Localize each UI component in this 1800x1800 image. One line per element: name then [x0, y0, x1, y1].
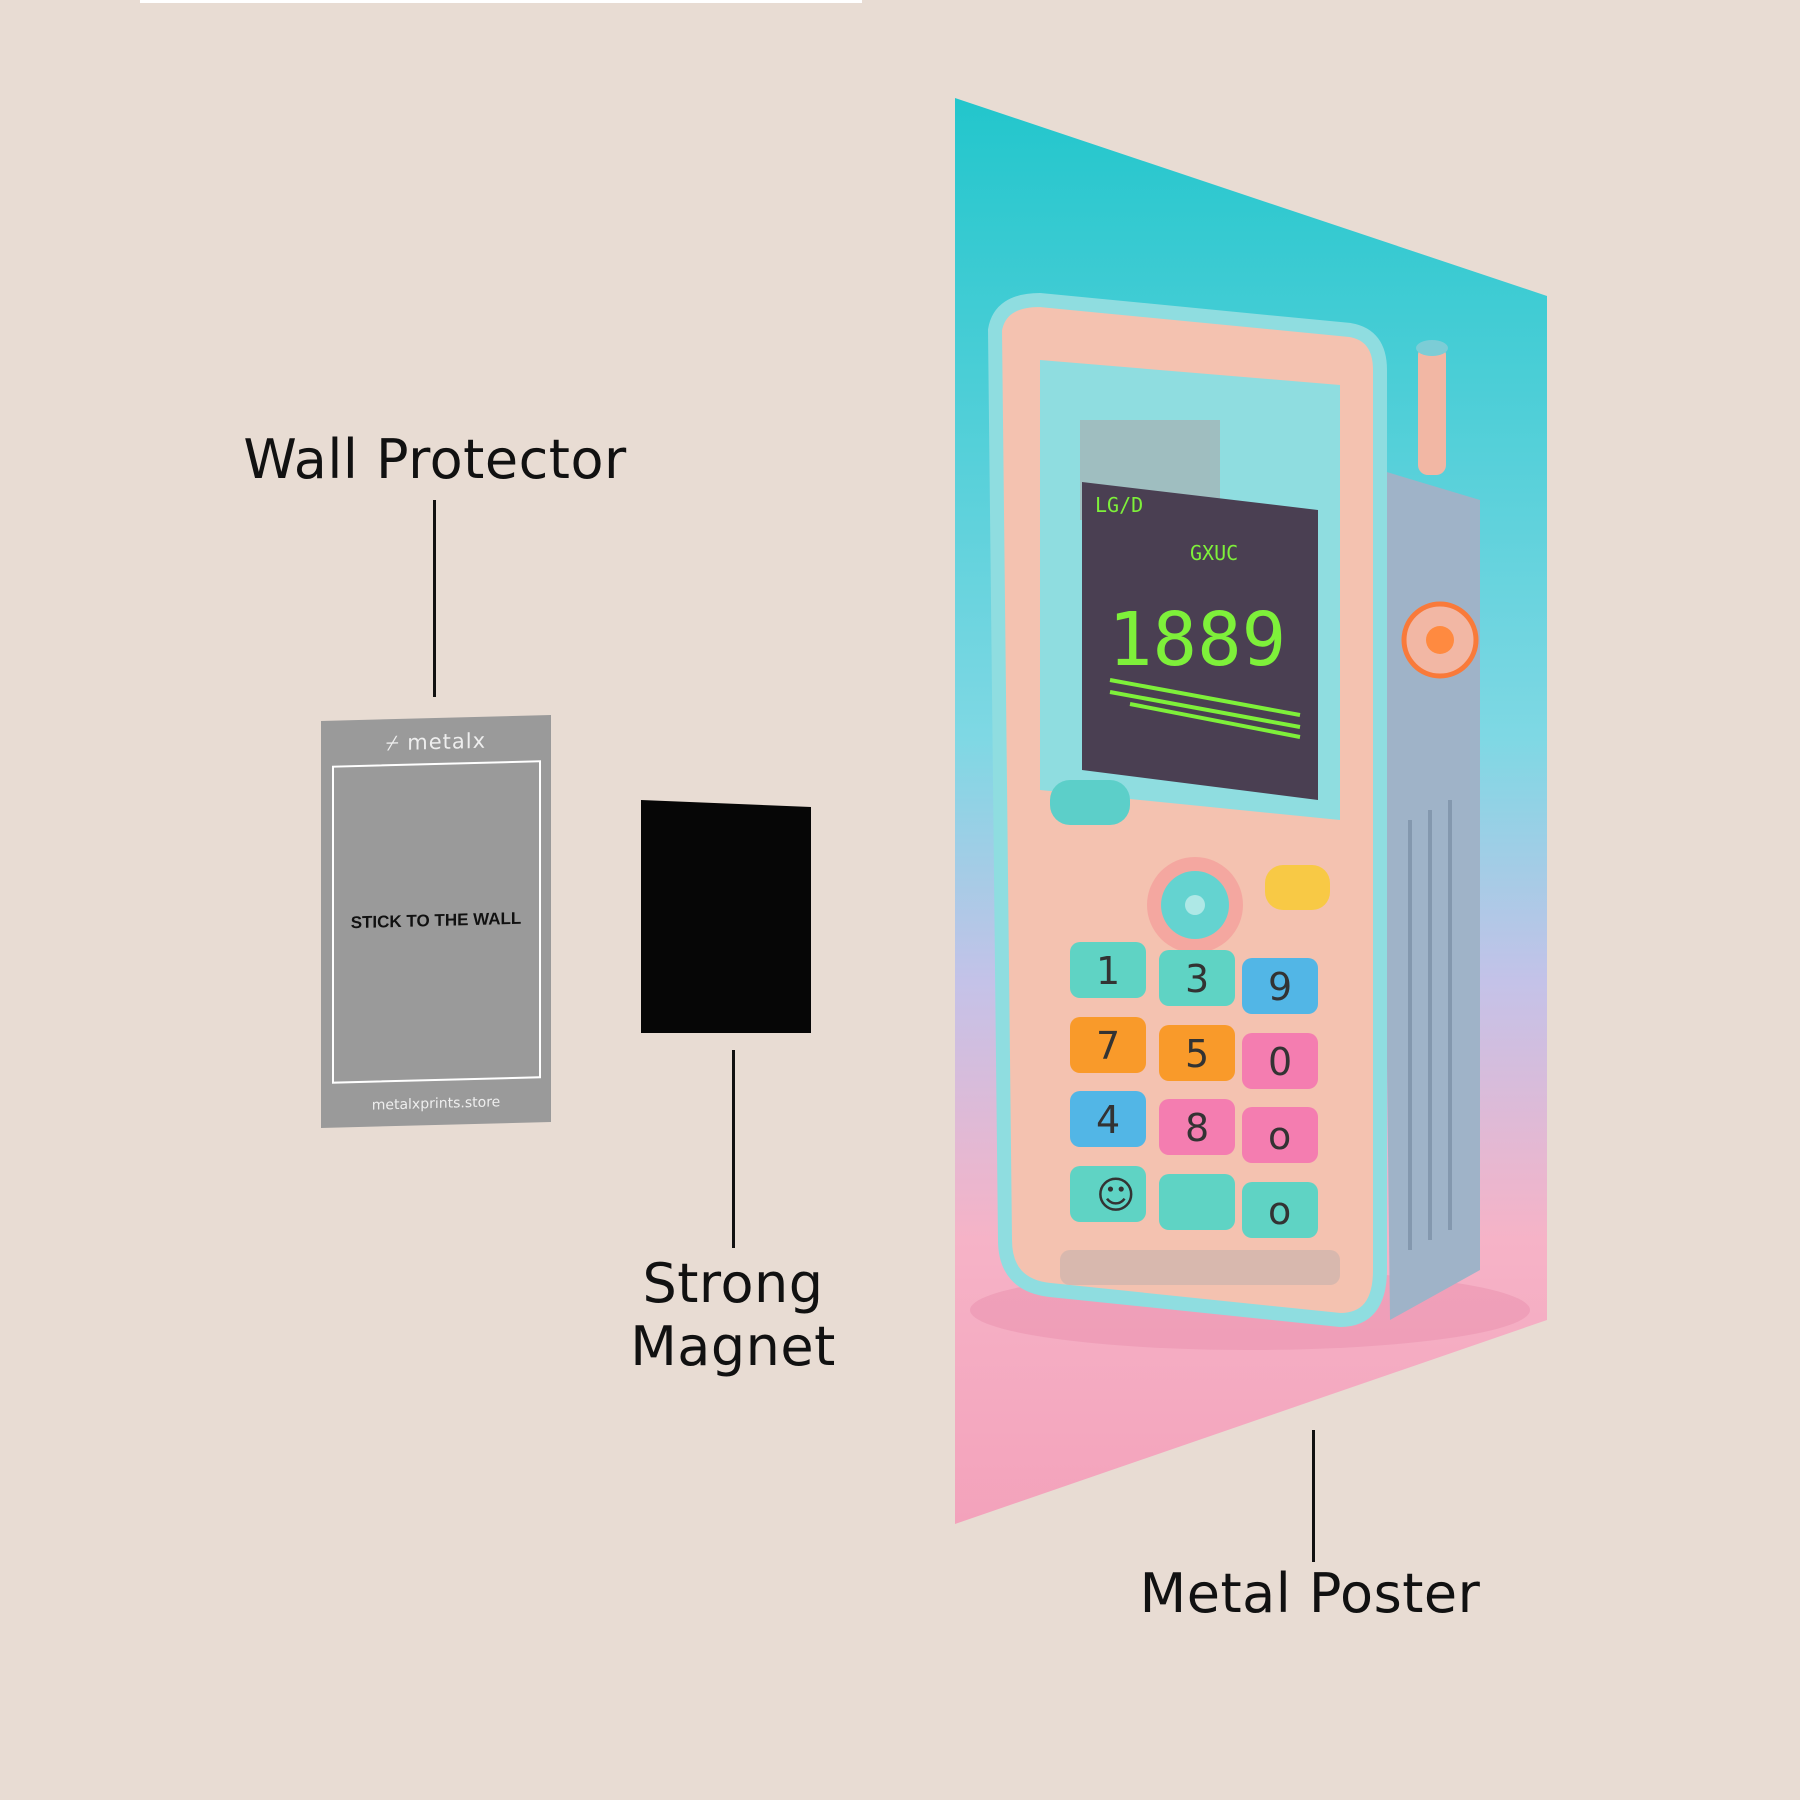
keypad-key: [1159, 1174, 1235, 1230]
strong-magnet-line1: Strong: [642, 1252, 824, 1315]
keypad-key-label: o: [1268, 1189, 1291, 1233]
keypad-key: [1242, 1107, 1318, 1163]
keypad-key-label: 5: [1185, 1032, 1209, 1076]
poster-pointer: [1312, 1430, 1315, 1562]
keypad-key-label: 4: [1096, 1098, 1120, 1142]
keypad-key: [1070, 942, 1146, 998]
keypad-key: [1242, 958, 1318, 1014]
strong-magnet: [641, 800, 811, 1033]
top-divider: [140, 0, 862, 3]
screen-number: 1889: [1108, 597, 1286, 683]
keypad-key-label: o: [1268, 1114, 1291, 1158]
keypad-key-label: 8: [1185, 1106, 1209, 1150]
screen-small-right: GXUC: [1190, 541, 1238, 565]
metal-poster-label: Metal Poster: [1139, 1562, 1481, 1625]
magnet-pointer: [732, 1050, 735, 1248]
keypad-key: [1159, 950, 1235, 1006]
keypad-key-label: 1: [1096, 949, 1120, 993]
keypad-key: [1070, 1017, 1146, 1073]
keypad-key-label: 0: [1268, 1040, 1292, 1084]
screen-small-left: LG/D: [1095, 493, 1143, 517]
keypad-key-label: 9: [1268, 965, 1292, 1009]
keypad-key-label: 3: [1185, 957, 1209, 1001]
end-button-icon: [1265, 865, 1330, 910]
keypad-key: [1242, 1033, 1318, 1089]
strong-magnet-line2: Magnet: [630, 1315, 836, 1379]
keypad-key: [1242, 1182, 1318, 1238]
strong-magnet-label: Strong Magnet: [583, 1252, 883, 1378]
wall-protector-label: Wall Protector: [243, 428, 627, 491]
keypad-key-label: ☺: [1096, 1173, 1136, 1217]
wall-protector-pointer: [433, 500, 436, 697]
keypad-key-label: 7: [1096, 1024, 1120, 1068]
keypad-key: [1070, 1091, 1146, 1147]
keypad-key: [1159, 1099, 1235, 1155]
keypad-key: [1070, 1166, 1146, 1222]
call-button-icon: [1050, 780, 1130, 825]
keypad-key: [1159, 1025, 1235, 1081]
